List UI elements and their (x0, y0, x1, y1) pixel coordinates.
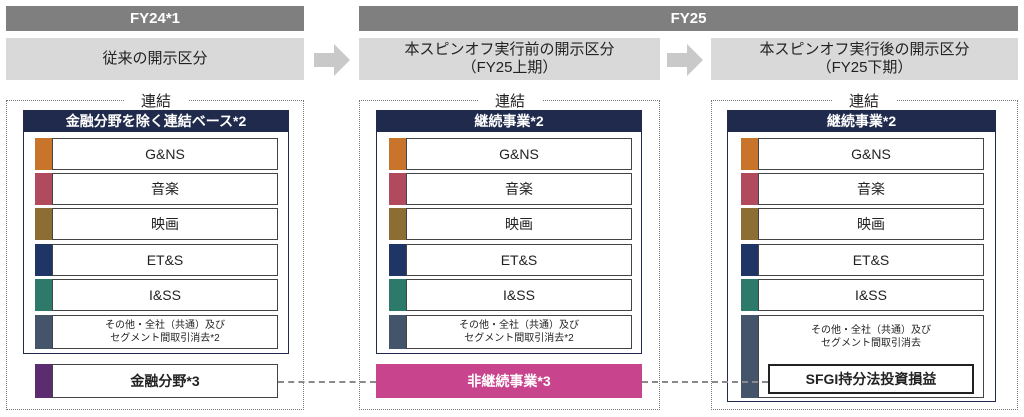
segment-color-financial (35, 364, 52, 398)
segment-other-line2: セグメント間取引消去 (821, 338, 921, 349)
arrow-right-icon (314, 44, 350, 76)
segment-other-line1: その他・全社（共通）及び (811, 325, 931, 336)
segment-color-pictures (389, 208, 406, 240)
header-col3: 本スピンオフ実行後の開示区分 （FY25下期） (711, 38, 1018, 80)
segment-other-line1: その他・全社（共通）及び (459, 320, 579, 331)
segment-color-music (389, 173, 406, 205)
segment-gns: G&NS (406, 138, 632, 170)
segment-ets: ET&S (758, 244, 984, 276)
segment-music: 音楽 (52, 173, 278, 205)
segment-color-iss (389, 279, 406, 311)
segment-other: その他・全社（共通）及び セグメント間取引消去*2 (406, 315, 632, 349)
segment-other-line1: その他・全社（共通）及び (105, 320, 225, 331)
group-label-col3: 連結 (832, 90, 896, 110)
segment-color-ets (35, 244, 52, 276)
segment-pictures: 映画 (52, 208, 278, 240)
segment-color-other (741, 315, 758, 398)
segment-color-ets (389, 244, 406, 276)
segment-other-line2: セグメント間取引消去*2 (464, 333, 574, 344)
segment-color-iss (741, 279, 758, 311)
segment-color-gns (35, 138, 52, 170)
segment-iss: I&SS (406, 279, 632, 311)
header-col1-line1: 従来の開示区分 (102, 50, 208, 67)
segment-color-pictures (35, 208, 52, 240)
segment-color-iss (35, 279, 52, 311)
segment-band-col1: 金融分野を除く連結ベース*2 (23, 110, 289, 132)
header-col1: 従来の開示区分 (6, 38, 304, 80)
segment-color-gns (389, 138, 406, 170)
segment-music: 音楽 (406, 173, 632, 205)
segment-ets: ET&S (52, 244, 278, 276)
segment-color-ets (741, 244, 758, 276)
discontinued-operations: 非継続事業*3 (376, 364, 642, 398)
header-col2: 本スピンオフ実行前の開示区分 （FY25上期） (359, 38, 660, 80)
segment-gns: G&NS (52, 138, 278, 170)
financial-segment: 金融分野*3 (52, 364, 278, 398)
dashed-connector (642, 381, 768, 383)
segment-color-other (35, 315, 52, 349)
segment-iss: I&SS (758, 279, 984, 311)
segment-iss: I&SS (52, 279, 278, 311)
segment-other: その他・全社（共通）及び セグメント間取引消去*2 (52, 315, 278, 349)
header-col2-line1: 本スピンオフ実行前の開示区分 (404, 41, 615, 58)
arrow-right-icon (667, 44, 703, 76)
segment-gns: G&NS (758, 138, 984, 170)
fy25-bar: FY25 (359, 6, 1018, 31)
segment-music: 音楽 (758, 173, 984, 205)
segment-color-music (741, 173, 758, 205)
dashed-connector (278, 381, 376, 383)
segment-other-line2: セグメント間取引消去*2 (110, 333, 220, 344)
header-col3-line1: 本スピンオフ実行後の開示区分 (759, 41, 970, 58)
header-col3-line2: （FY25下期） (816, 59, 913, 76)
sfgi-equity-method: SFGI持分法投資損益 (768, 364, 974, 394)
segment-pictures: 映画 (406, 208, 632, 240)
group-label-col2: 連結 (478, 90, 542, 110)
segment-ets: ET&S (406, 244, 632, 276)
segment-color-music (35, 173, 52, 205)
segment-color-gns (741, 138, 758, 170)
segment-band-col2: 継続事業*2 (376, 110, 642, 132)
segment-color-pictures (741, 208, 758, 240)
group-label-col1: 連結 (124, 90, 188, 110)
header-col2-line2: （FY25上期） (461, 59, 558, 76)
segment-color-other (389, 315, 406, 349)
segment-band-col3: 継続事業*2 (727, 110, 996, 132)
fy24-bar: FY24*1 (6, 6, 304, 31)
segment-pictures: 映画 (758, 208, 984, 240)
